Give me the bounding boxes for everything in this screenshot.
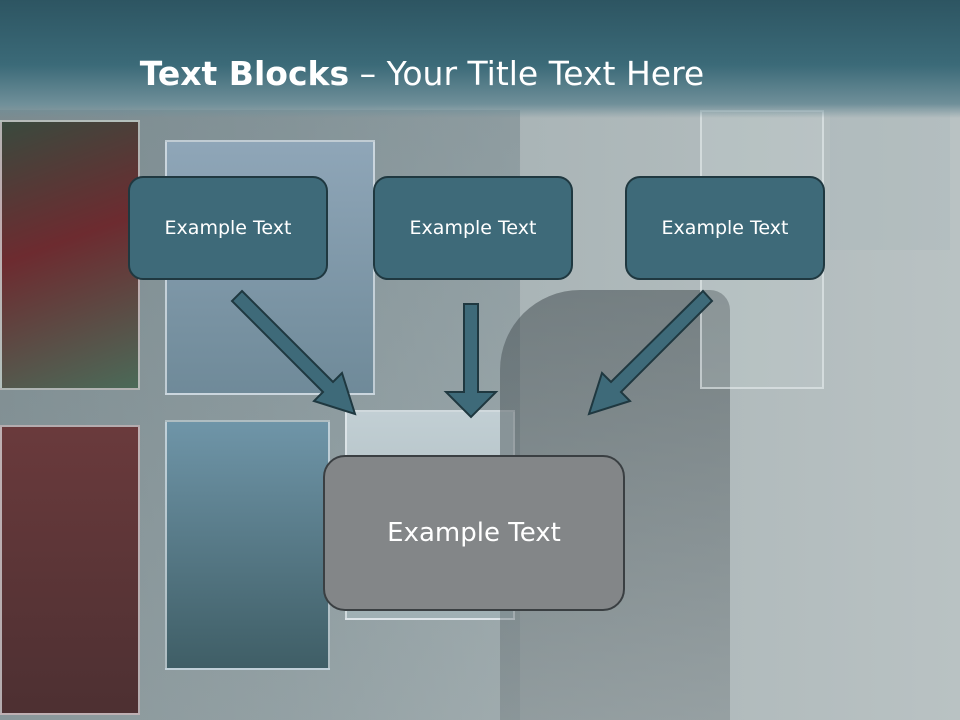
arrow-right [587,289,714,416]
arrow-middle [443,303,499,419]
title-separator: – [349,54,387,93]
title-rest: Your Title Text Here [386,54,705,93]
background-tile-far-right [830,110,950,250]
slide-title: Text Blocks – Your Title Text Here [0,52,902,96]
title-bar [0,0,960,118]
background-tile-keyboard [0,425,140,715]
text-block-1: Example Text [128,176,328,280]
background-tile-apple [0,120,140,390]
text-block-3: Example Text [625,176,825,280]
text-block-2: Example Text [373,176,573,280]
target-text-block: Example Text [323,455,625,611]
title-bold-part: Text Blocks [139,54,350,93]
background-tile-bulb [165,420,330,670]
arrow-left [230,289,357,416]
